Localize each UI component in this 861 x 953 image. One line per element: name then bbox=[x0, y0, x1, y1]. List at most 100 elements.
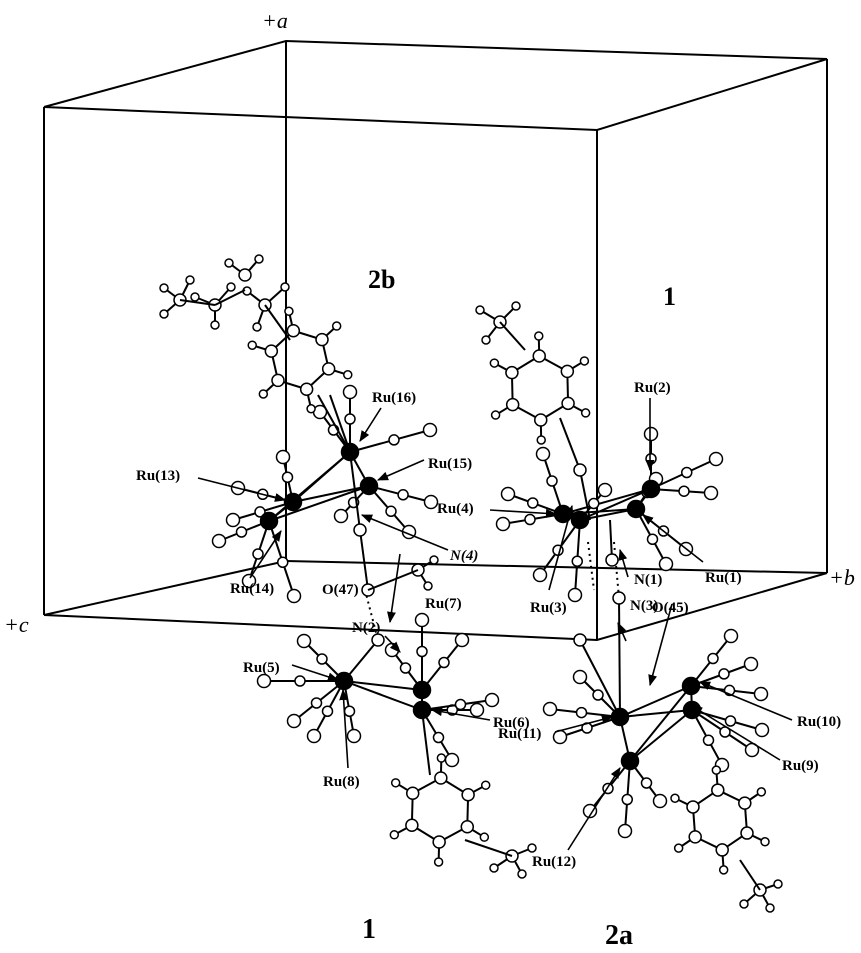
ligand-atom bbox=[226, 282, 236, 292]
ligand-atom bbox=[536, 435, 546, 445]
atom-label-ru16: Ru(16) bbox=[372, 390, 416, 406]
atom-label-o45: O(45) bbox=[652, 600, 689, 616]
ligand-atom bbox=[399, 662, 412, 674]
ligand-atom bbox=[582, 803, 598, 819]
bond bbox=[179, 299, 216, 306]
ligand-atom bbox=[342, 384, 358, 400]
ligand-atom bbox=[429, 555, 439, 565]
unit-cell-box bbox=[43, 39, 828, 642]
ligand-atom bbox=[315, 332, 329, 347]
bond bbox=[268, 485, 370, 522]
ligand-atom bbox=[284, 306, 294, 316]
ligand-atom bbox=[773, 879, 783, 889]
ligand-atom bbox=[490, 410, 501, 420]
ligand-atom bbox=[185, 275, 195, 285]
ligand-atom bbox=[388, 434, 400, 446]
ligand-atom bbox=[258, 389, 269, 399]
ligand-atom bbox=[454, 698, 467, 711]
atom-label-o47: O(47) bbox=[322, 582, 359, 598]
ligand-atom bbox=[573, 633, 587, 647]
ligand-atom bbox=[534, 331, 544, 341]
ligand-atom bbox=[159, 309, 169, 319]
bond bbox=[214, 289, 246, 306]
ligand-atom bbox=[575, 706, 588, 719]
ligand-atom bbox=[346, 728, 362, 744]
molecule-label-1-top: 1 bbox=[663, 282, 676, 311]
ligand-atom bbox=[527, 843, 537, 853]
ligand-atom bbox=[252, 548, 264, 560]
ligand-atom bbox=[652, 793, 668, 809]
ligand-atom bbox=[343, 370, 353, 380]
ligand-atom bbox=[224, 258, 234, 268]
ligand-atom bbox=[711, 783, 725, 797]
ligand-atom bbox=[532, 349, 546, 363]
ligand-atom bbox=[703, 485, 719, 501]
ligand-atom bbox=[423, 581, 433, 591]
ligand-atom bbox=[159, 283, 169, 293]
ligand-atom bbox=[579, 356, 590, 366]
ligand-atom bbox=[500, 486, 516, 502]
atom-label-ru12: Ru(12) bbox=[532, 854, 576, 870]
ligand-atom bbox=[454, 632, 470, 648]
ligand-atom bbox=[708, 451, 724, 467]
ligand-atom bbox=[333, 508, 349, 524]
ligand-atom bbox=[277, 556, 289, 568]
ligand-atom bbox=[753, 686, 769, 702]
ligand-atom bbox=[567, 587, 583, 603]
ligand-atom bbox=[344, 413, 356, 425]
bond bbox=[739, 859, 761, 891]
bond bbox=[421, 709, 431, 776]
bond bbox=[579, 639, 621, 718]
ligand-atom bbox=[271, 373, 285, 388]
leader-arrows bbox=[197, 398, 793, 851]
molecule-label-2b: 2b bbox=[368, 265, 395, 294]
metal-atom bbox=[641, 479, 661, 499]
ligand-atom bbox=[331, 321, 342, 331]
ligand-atom bbox=[718, 865, 729, 875]
ligand-atom bbox=[247, 340, 257, 350]
metal-atom bbox=[359, 476, 379, 496]
ligand-atom bbox=[438, 656, 450, 669]
bond bbox=[317, 394, 351, 453]
metal-atom bbox=[283, 492, 303, 512]
atom-label-ru7: Ru(7) bbox=[425, 596, 462, 612]
atom-label-ru5: Ru(5) bbox=[243, 660, 280, 676]
ligand-atom bbox=[461, 787, 475, 802]
ligand-atom bbox=[416, 645, 428, 658]
ligand-atom bbox=[756, 787, 767, 797]
ligand-atom bbox=[592, 689, 604, 701]
ligand-atom bbox=[294, 675, 306, 687]
bond bbox=[618, 597, 621, 718]
ligand-atom bbox=[469, 702, 485, 718]
ligand-atom bbox=[535, 446, 551, 462]
ligand-atom bbox=[617, 823, 633, 839]
ligand-atom bbox=[254, 254, 264, 264]
ligand-atom bbox=[643, 426, 659, 442]
ligand-atom bbox=[658, 556, 674, 572]
ligand-atom bbox=[480, 780, 491, 790]
ligand-atom bbox=[711, 765, 722, 775]
ligand-atom bbox=[542, 701, 558, 717]
ligand-atom bbox=[475, 305, 485, 315]
axis-label-b: +b bbox=[829, 565, 855, 590]
ligand-atom bbox=[384, 642, 400, 658]
atom-label-n1: N(1) bbox=[634, 572, 662, 588]
ligand-atom bbox=[371, 633, 385, 647]
ligand-atom bbox=[190, 292, 200, 302]
bond bbox=[619, 709, 693, 718]
ligand-atom bbox=[681, 466, 693, 479]
bond bbox=[343, 680, 423, 691]
atom-label-ru10: Ru(10) bbox=[797, 714, 841, 730]
ligand-atom bbox=[286, 588, 302, 604]
ligand-atom bbox=[405, 818, 419, 833]
ligand-atom bbox=[517, 869, 527, 879]
ligand-atom bbox=[524, 513, 536, 526]
atom-label-ru8: Ru(8) bbox=[323, 774, 360, 790]
ligand-atom bbox=[707, 652, 719, 665]
ligand-atom bbox=[546, 475, 558, 487]
axis-label-c: +c bbox=[4, 612, 29, 637]
bond bbox=[499, 321, 526, 351]
ligand-atom bbox=[740, 826, 754, 840]
ligand-atom bbox=[397, 489, 409, 501]
